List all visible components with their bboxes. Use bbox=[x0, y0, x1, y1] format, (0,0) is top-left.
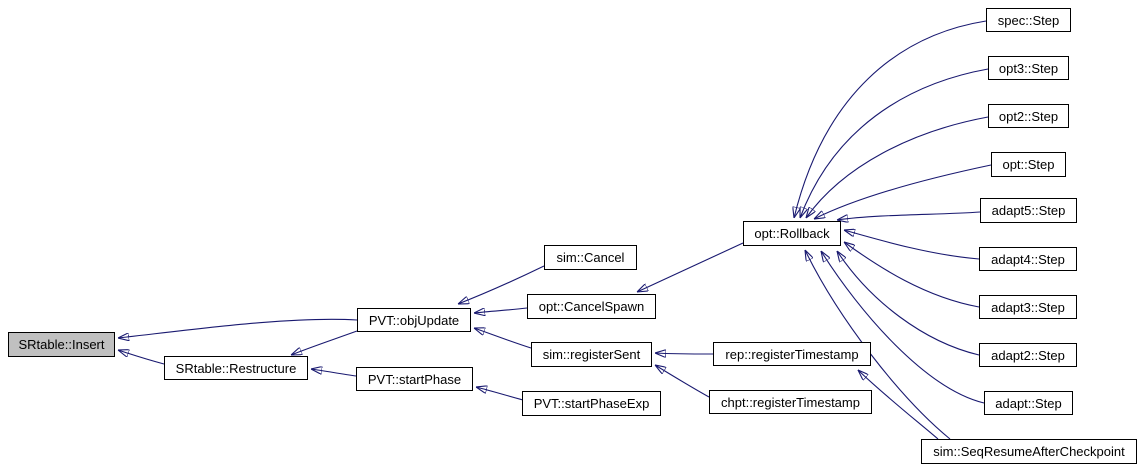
edge-pvt-objupdate-to-srtable-insert bbox=[118, 318, 358, 338]
edge-pvt-startphaseexp-to-pvt-startphase bbox=[476, 387, 524, 401]
edge-adapt4-step-to-opt-rollback bbox=[844, 230, 980, 260]
node-spec-step[interactable]: spec::Step bbox=[986, 8, 1071, 32]
node-opt3-step[interactable]: opt3::Step bbox=[988, 56, 1069, 80]
node-opt-step[interactable]: opt::Step bbox=[991, 152, 1066, 177]
node-chpt-registertimestamp[interactable]: chpt::registerTimestamp bbox=[709, 390, 872, 414]
edge-adapt3-step-to-opt-rollback bbox=[844, 242, 980, 308]
edge-srtable-restructure-to-srtable-insert bbox=[118, 350, 165, 365]
node-adapt5-step[interactable]: adapt5::Step bbox=[980, 198, 1077, 223]
edge-adapt-step-to-opt-rollback bbox=[821, 251, 985, 404]
node-rep-registertimestamp[interactable]: rep::registerTimestamp bbox=[713, 342, 871, 366]
node-pvt-startphaseexp[interactable]: PVT::startPhaseExp bbox=[522, 391, 661, 416]
node-adapt2-step[interactable]: adapt2::Step bbox=[979, 343, 1077, 367]
node-pvt-startphase[interactable]: PVT::startPhase bbox=[356, 367, 473, 391]
edge-opt-step-to-opt-rollback bbox=[814, 164, 992, 219]
edge-opt-cancelspawn-to-pvt-objupdate bbox=[474, 307, 528, 313]
edge-pvt-objupdate-to-srtable-restructure bbox=[291, 330, 358, 355]
node-opt-rollback[interactable]: opt::Rollback bbox=[743, 221, 841, 246]
edge-pvt-startphase-to-srtable-restructure bbox=[311, 369, 357, 377]
node-sim-cancel[interactable]: sim::Cancel bbox=[544, 245, 637, 270]
edge-rep-registertimestamp-to-sim-registersent bbox=[655, 353, 714, 354]
edge-adapt5-step-to-opt-rollback bbox=[837, 211, 981, 220]
node-sim-seqresumeaftercheckpoint[interactable]: sim::SeqResumeAfterCheckpoint bbox=[921, 439, 1137, 464]
edge-adapt2-step-to-opt-rollback bbox=[837, 251, 980, 356]
node-adapt-step[interactable]: adapt::Step bbox=[984, 391, 1073, 415]
node-opt-cancelspawn[interactable]: opt::CancelSpawn bbox=[527, 294, 656, 319]
edge-sim-registersent-to-pvt-objupdate bbox=[474, 328, 532, 349]
node-srtable-restructure[interactable]: SRtable::Restructure bbox=[164, 356, 308, 380]
node-adapt3-step[interactable]: adapt3::Step bbox=[979, 295, 1077, 319]
node-adapt4-step[interactable]: adapt4::Step bbox=[979, 247, 1077, 271]
node-srtable-insert: SRtable::Insert bbox=[8, 332, 115, 357]
edge-spec-step-to-opt-rollback bbox=[794, 20, 987, 218]
edge-opt-rollback-to-opt-cancelspawn bbox=[637, 242, 744, 292]
node-sim-registersent[interactable]: sim::registerSent bbox=[531, 342, 652, 367]
edge-opt2-step-to-opt-rollback bbox=[806, 116, 989, 218]
node-opt2-step[interactable]: opt2::Step bbox=[988, 104, 1069, 128]
edge-opt3-step-to-opt-rollback bbox=[800, 68, 989, 218]
edge-chpt-registertimestamp-to-sim-registersent bbox=[655, 365, 710, 398]
node-pvt-objupdate[interactable]: PVT::objUpdate bbox=[357, 308, 471, 332]
